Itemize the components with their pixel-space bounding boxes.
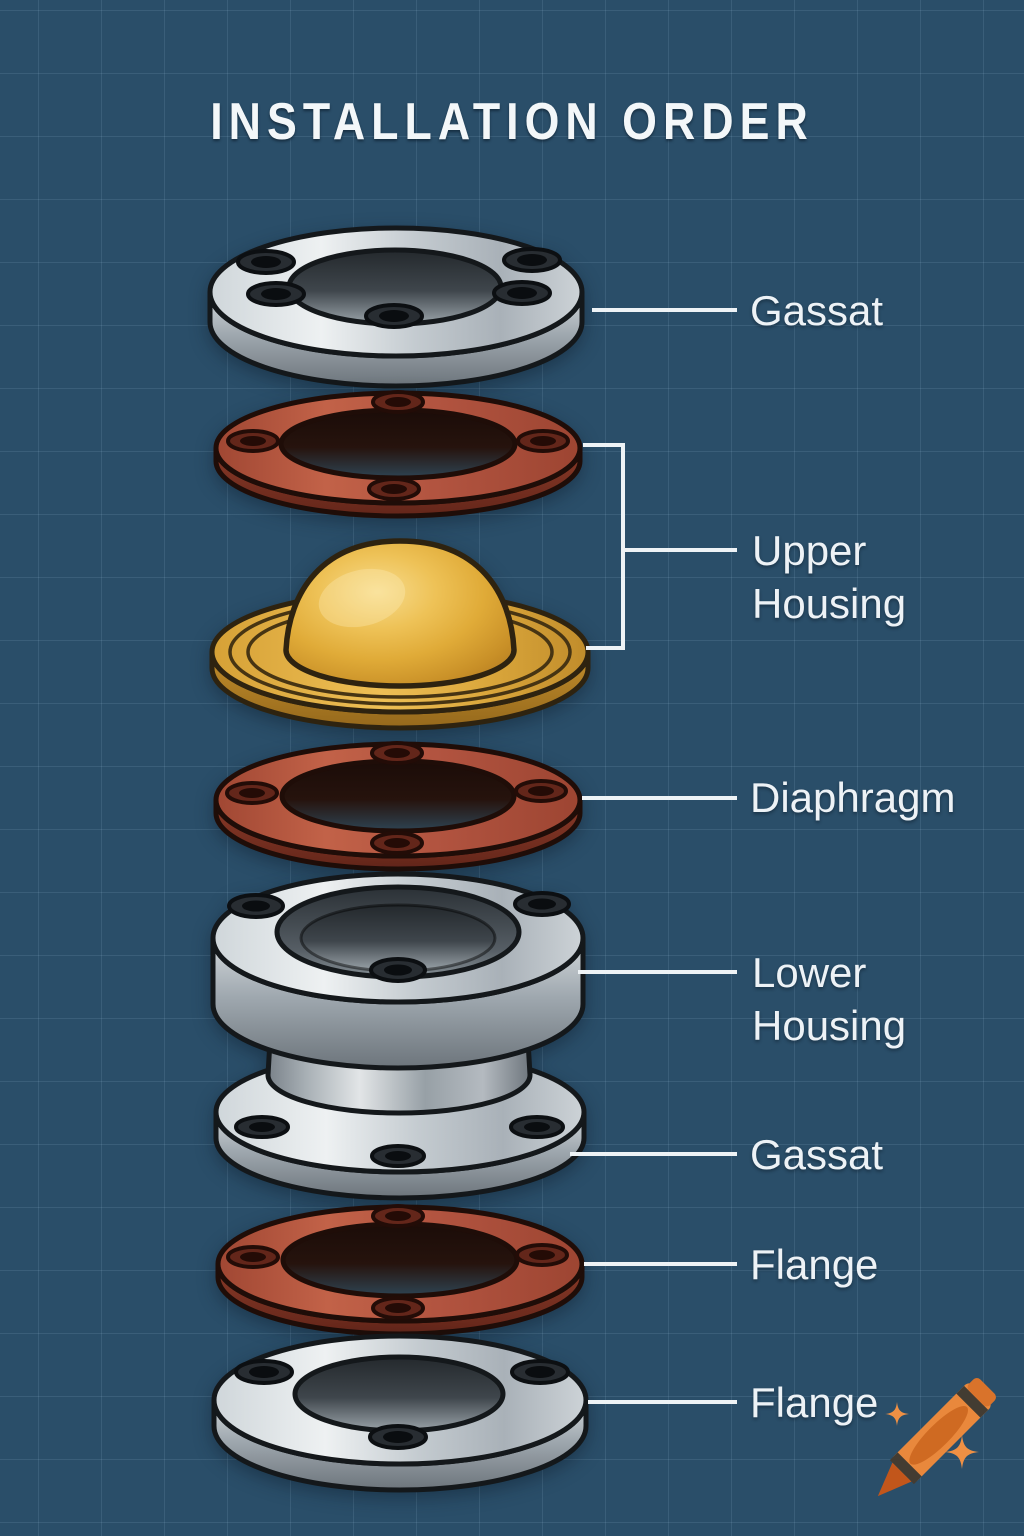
leader-bracket-upper-housing [583, 443, 625, 650]
label-flange-bottom: Flange [750, 1379, 879, 1426]
crayon-watermark [877, 1378, 996, 1497]
leader-lines [570, 308, 737, 1404]
crayon-icon [877, 1378, 996, 1497]
label-diaphragm: Diaphragm [750, 774, 956, 821]
bolt-holes [226, 390, 570, 501]
gasket-middle-part [213, 741, 583, 872]
page-title: INSTALLATION ORDER [210, 93, 814, 151]
flange-top-part [207, 225, 585, 389]
sparkle-icon [945, 1435, 979, 1469]
flange-bottom-part [211, 1333, 589, 1493]
label-gasket-top: Gassat [750, 287, 884, 334]
diaphragm-dome-part [209, 538, 591, 731]
lower-housing-part [210, 871, 587, 1201]
gasket-lower-part [215, 1204, 585, 1337]
label-flange-mid: Flange [750, 1241, 879, 1288]
bolt-holes [226, 1204, 569, 1320]
label-upper-housing: Upper Housing [752, 527, 907, 627]
label-gasket-lower: Gassat [750, 1131, 884, 1178]
bolt-holes [236, 247, 562, 329]
sparkle-icon [885, 1402, 909, 1426]
bolt-holes [227, 891, 571, 1168]
gasket-upper-part [213, 390, 583, 519]
label-lower-housing: Lower Housing [752, 949, 907, 1049]
bolt-holes [225, 741, 568, 855]
bolt-holes [234, 1359, 570, 1450]
